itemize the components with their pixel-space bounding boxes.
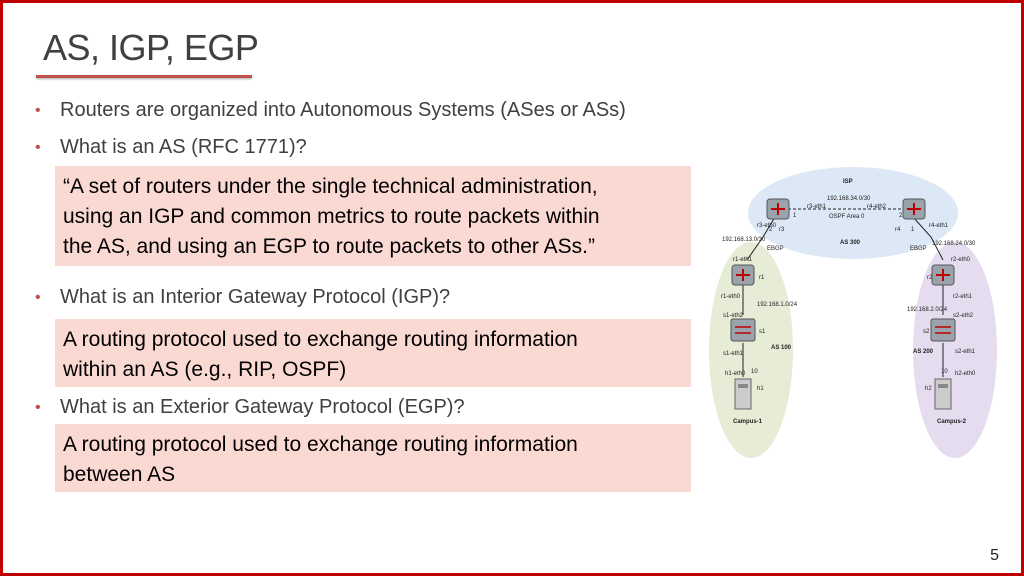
box-line: between AS bbox=[63, 463, 176, 486]
page-title: AS, IGP, EGP bbox=[43, 27, 259, 68]
router-r3-icon bbox=[766, 198, 790, 220]
as-definition-box: “A set of routers under the single techn… bbox=[55, 166, 691, 266]
page-number: 5 bbox=[990, 547, 999, 564]
as100-label: AS 100 bbox=[771, 345, 792, 351]
r2-eth1-label: r2-eth1 bbox=[953, 294, 973, 300]
r1-eth1-label: r1-eth1 bbox=[733, 257, 753, 263]
igp-definition-box: A routing protocol used to exchange rout… bbox=[55, 319, 691, 387]
ebgp-left-label: EBGP bbox=[767, 246, 784, 252]
box-line: A routing protocol used to exchange rout… bbox=[63, 433, 578, 456]
switch-s2-icon bbox=[930, 318, 956, 342]
subnet-right-label: 192.168.24.0/30 bbox=[932, 241, 976, 247]
r1-label: r1 bbox=[759, 275, 765, 281]
campus1-label: Campus-1 bbox=[733, 419, 763, 425]
as200-ellipse bbox=[913, 242, 997, 458]
ebgp-left-link bbox=[746, 216, 776, 261]
host-h2-icon bbox=[934, 378, 952, 410]
r1-eth0-label: r1-eth0 bbox=[721, 294, 741, 300]
r4-label: r4 bbox=[895, 227, 901, 233]
switch-s1-icon bbox=[730, 318, 756, 342]
r2-eth0-label: r2-eth0 bbox=[951, 257, 971, 263]
r4-eth2-label: r4-eth2 bbox=[867, 204, 887, 210]
box-line: using an IGP and common metrics to route… bbox=[63, 205, 600, 228]
router-r1-icon bbox=[731, 264, 755, 286]
isp-label: ISP bbox=[843, 179, 853, 185]
h1-port-label: 10 bbox=[751, 369, 758, 375]
bullet-dot-icon: • bbox=[35, 289, 41, 306]
as200-subnet-label: 192.168.2.0/24 bbox=[907, 307, 948, 313]
box-line: “A set of routers under the single techn… bbox=[63, 175, 598, 198]
s2-label: s2 bbox=[923, 329, 930, 335]
egp-definition-box: A routing protocol used to exchange rout… bbox=[55, 424, 691, 492]
r3-label: r3 bbox=[779, 227, 785, 233]
isp-ellipse bbox=[748, 167, 958, 259]
bullet-text: What is an Interior Gateway Protocol (IG… bbox=[60, 286, 451, 308]
bullet-text: What is an AS (RFC 1771)? bbox=[60, 136, 307, 158]
as100-ellipse bbox=[709, 242, 793, 458]
port-label: 2 bbox=[899, 213, 903, 219]
as100-subnet-label: 192.168.1.0/24 bbox=[757, 302, 798, 308]
r3-eth0-label: r3-eth0 bbox=[757, 223, 777, 229]
s1-eth1-label: s1-eth1 bbox=[723, 351, 744, 357]
port-label: 1 bbox=[793, 213, 797, 219]
bullet-dot-icon: • bbox=[35, 399, 41, 416]
box-line: the AS, and using an EGP to route packet… bbox=[63, 235, 595, 258]
box-line: within an AS (e.g., RIP, OSPF) bbox=[63, 358, 347, 381]
h2-port-label: 10 bbox=[941, 369, 948, 375]
s1-label: s1 bbox=[759, 329, 766, 335]
h1-label: h1 bbox=[757, 386, 764, 392]
box-line: A routing protocol used to exchange rout… bbox=[63, 328, 578, 351]
router-r2-icon bbox=[931, 264, 955, 286]
r3-eth1-label: r3-eth1 bbox=[807, 204, 827, 210]
isp-subnet-label: 192.168.34.0/30 bbox=[827, 196, 871, 202]
bullet-dot-icon: • bbox=[35, 139, 41, 156]
as200-label: AS 200 bbox=[913, 349, 934, 355]
subnet-left-label: 192.168.13.0/30 bbox=[722, 237, 766, 243]
port-label: 2 bbox=[769, 227, 773, 233]
h1-eth0-label: h1-eth0 bbox=[725, 371, 746, 377]
port-label: 1 bbox=[911, 227, 915, 233]
bullet-text: Routers are organized into Autonomous Sy… bbox=[60, 99, 626, 121]
network-diagram-svg: ISP 192.168.34.0/30 r3-eth1 r4-eth2 OSPF… bbox=[709, 167, 997, 458]
network-diagram: ISP 192.168.34.0/30 r3-eth1 r4-eth2 OSPF… bbox=[703, 165, 1023, 465]
bullet-text: What is an Exterior Gateway Protocol (EG… bbox=[60, 396, 465, 418]
router-r4-icon bbox=[902, 198, 926, 220]
h2-eth0-label: h2-eth0 bbox=[955, 371, 976, 377]
title-underline bbox=[36, 75, 252, 78]
s1-eth2-label: s1-eth2 bbox=[723, 313, 744, 319]
s2-eth1-label: s2-eth1 bbox=[955, 349, 976, 355]
host-h1-icon bbox=[734, 378, 752, 410]
bullet-dot-icon: • bbox=[35, 102, 41, 119]
r2-label: r2 bbox=[927, 275, 933, 281]
s2-eth2-label: s2-eth2 bbox=[953, 313, 974, 319]
ebgp-right-label: EBGP bbox=[910, 246, 927, 252]
as300-label: AS 300 bbox=[840, 240, 861, 246]
r4-eth1-label: r4-eth1 bbox=[929, 223, 949, 229]
h2-label: h2 bbox=[925, 386, 932, 392]
ospf-label: OSPF Area 0 bbox=[829, 214, 865, 220]
campus2-label: Campus-2 bbox=[937, 419, 967, 425]
ebgp-right-link bbox=[912, 216, 944, 261]
